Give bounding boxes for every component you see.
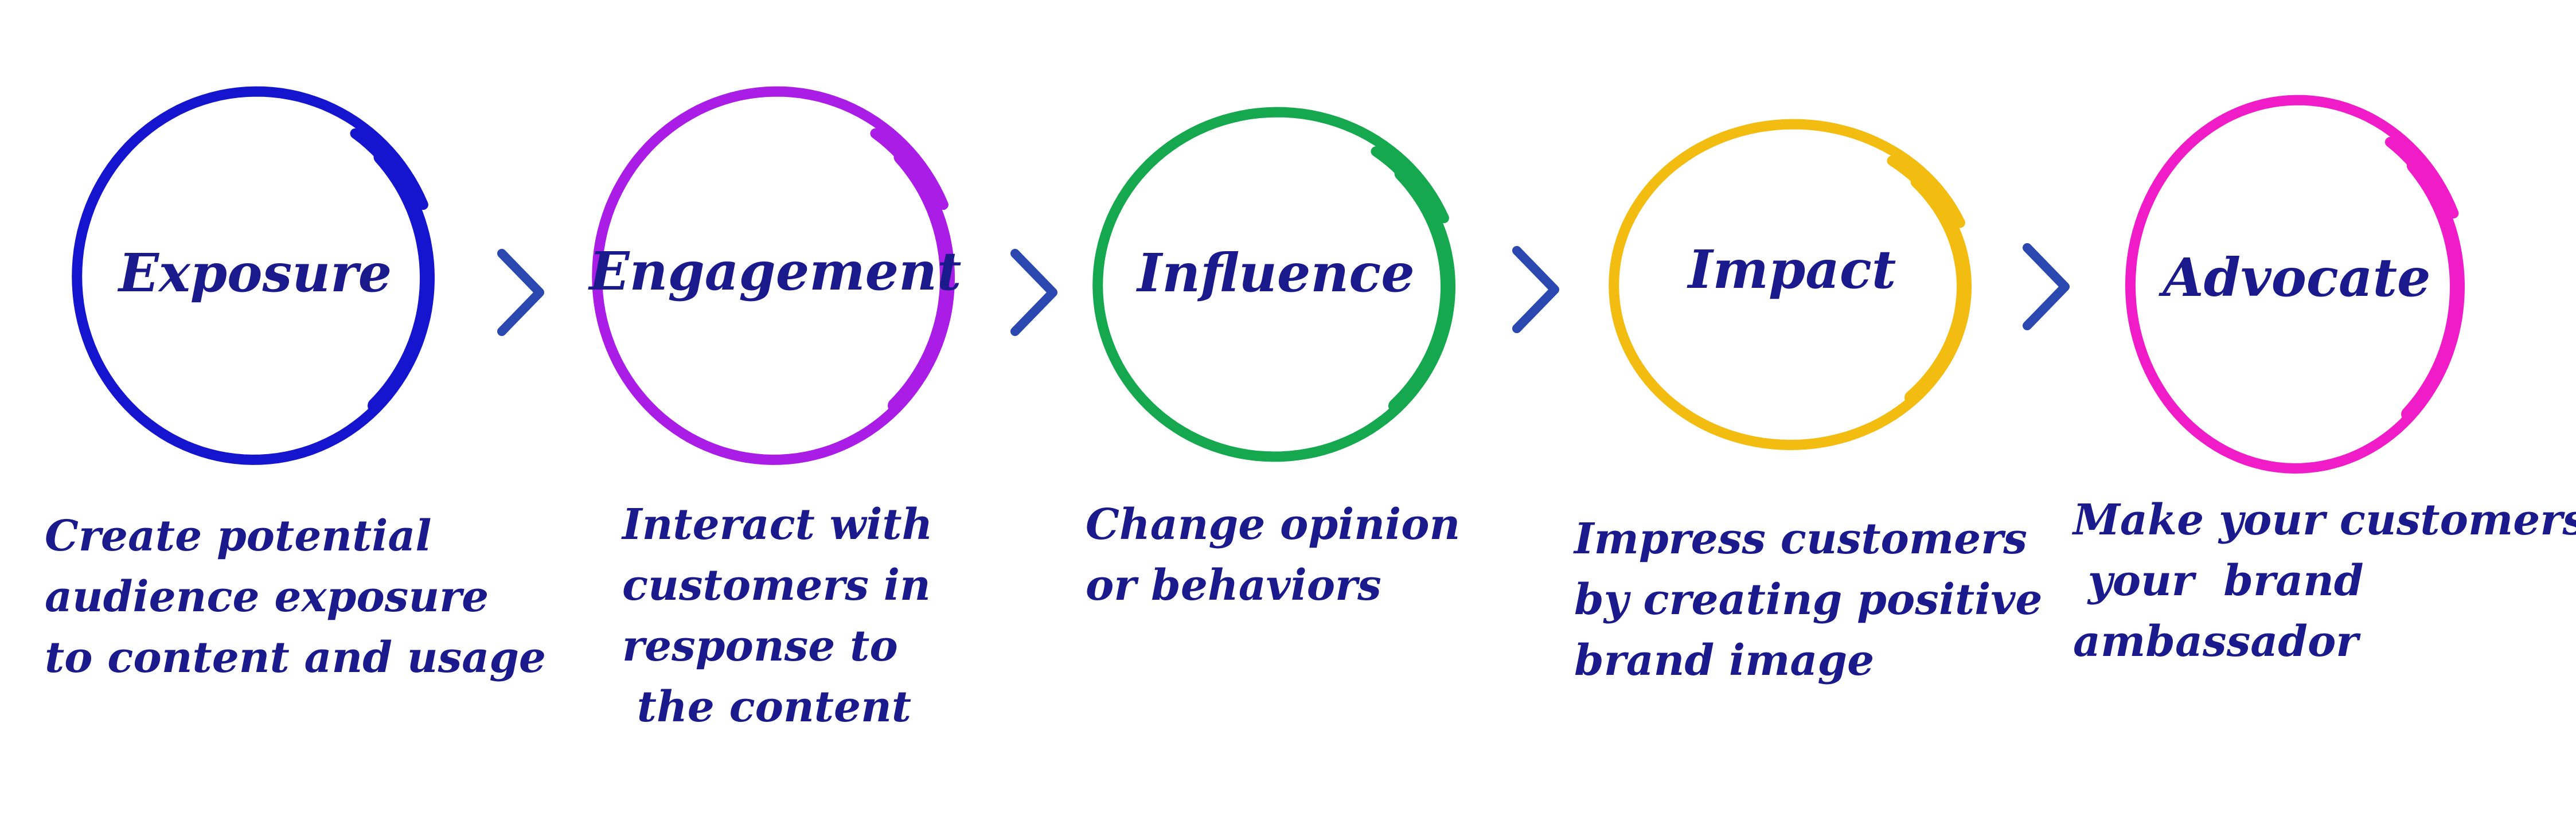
step-description: Impress customers by creating positive bra… <box>1573 514 2042 685</box>
description-line: Interact with <box>621 500 932 549</box>
brush-accent <box>1388 166 1456 413</box>
brush-accent <box>888 149 955 413</box>
description-line: Make your customers <box>2071 495 2576 545</box>
step-description: Change opinion or behaviors <box>1086 500 1460 610</box>
description-line: your brand <box>2073 556 2364 606</box>
description-line: the content <box>622 682 911 732</box>
step-label: Impact <box>1687 239 1896 300</box>
brush-accent <box>2401 158 2465 422</box>
description-line: customers in <box>622 561 931 610</box>
description-line: to content and usage <box>45 633 546 682</box>
step-label: Exposure <box>117 242 392 304</box>
description-line: Impress customers <box>1573 514 2027 564</box>
description-line: or behaviors <box>1086 561 1381 610</box>
step-description: Create potential audience exposure to cont… <box>45 511 546 682</box>
chevron-right-icon <box>1010 249 1057 336</box>
description-line: Change opinion <box>1086 500 1460 549</box>
chevron-right-icon <box>1512 246 1559 333</box>
description-line: by creating positive <box>1574 575 2042 624</box>
description-line: response to <box>622 622 898 671</box>
step-description: Make your customers your brand ambassador <box>2071 495 2576 666</box>
brush-accent <box>1904 174 1972 405</box>
step-label: Influence <box>1135 242 1415 304</box>
step-label: Advocate <box>2158 247 2430 308</box>
chevron-right-icon <box>497 249 544 336</box>
description-line: audience exposure <box>45 572 489 622</box>
step-description: Interact with customers in response to the… <box>621 500 932 732</box>
step-label: Engagement <box>587 240 961 302</box>
chevron-right-icon <box>2023 243 2070 330</box>
description-line: Create potential <box>45 511 431 561</box>
description-line: ambassador <box>2073 617 2361 666</box>
brush-accent <box>368 149 435 413</box>
description-line: brand image <box>1574 636 1874 685</box>
